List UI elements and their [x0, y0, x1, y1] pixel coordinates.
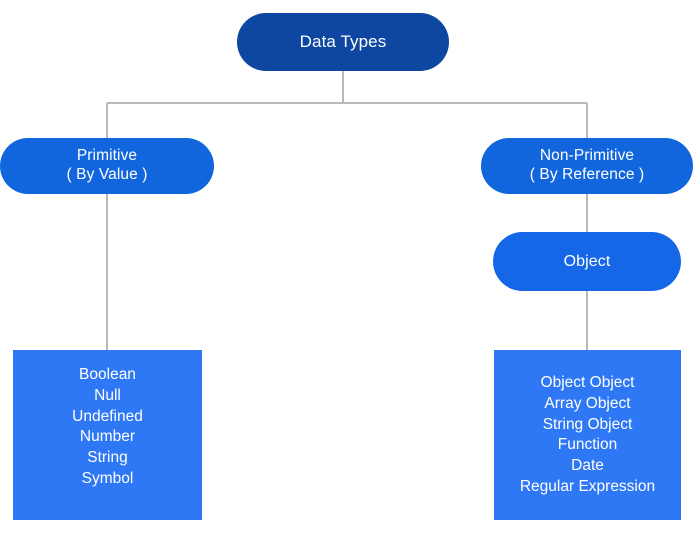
node-primitive-subtitle: ( By Value ): [66, 166, 148, 183]
list-item: String Object: [542, 415, 633, 433]
list-item: Boolean: [79, 366, 136, 383]
node-data-types-label: Data Types: [299, 31, 387, 51]
node-primitive[interactable]: Primitive ( By Value ): [0, 138, 214, 194]
node-object[interactable]: Object: [493, 232, 681, 291]
node-non-primitive[interactable]: Non-Primitive ( By Reference ): [481, 138, 693, 194]
list-box-primitive-types: Boolean Null Undefined Number String Sym…: [13, 350, 202, 520]
list-box-non-primitive-types: Object Object Array Object String Object…: [494, 350, 681, 520]
node-primitive-title: Primitive: [76, 147, 138, 165]
list-item: Symbol: [81, 469, 134, 487]
list-item: Undefined: [72, 407, 143, 425]
node-object-label: Object: [563, 252, 611, 270]
list-item: String: [87, 449, 128, 467]
node-data-types[interactable]: Data Types: [237, 13, 449, 71]
list-item: Function: [557, 436, 618, 454]
list-item: Number: [79, 428, 136, 446]
list-item: Null: [94, 386, 121, 404]
node-non-primitive-title: Non-Primitive: [539, 147, 635, 165]
node-non-primitive-subtitle: ( By Reference ): [529, 166, 645, 183]
list-item: Array Object: [544, 394, 631, 412]
list-item: Object Object: [540, 374, 635, 391]
list-item: Date: [571, 457, 604, 475]
list-item: Regular Expression: [519, 477, 656, 495]
